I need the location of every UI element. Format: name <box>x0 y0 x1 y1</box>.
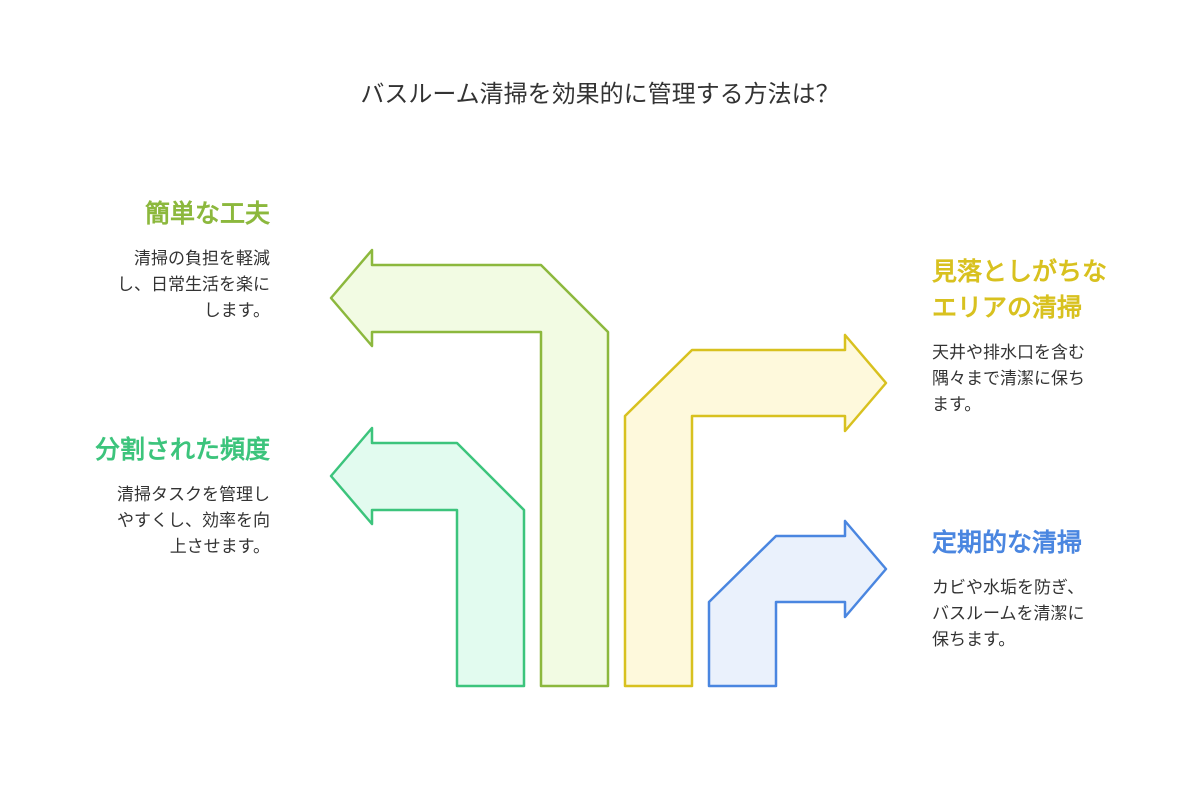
regular-cleaning-arrow <box>707 519 888 688</box>
overlooked-areas-heading: 見落としがちな エリアの清掃 <box>932 257 1108 322</box>
divided-frequency-block: 分割された頻度 清掃タスクを管理し やすくし、効率を向 上させます。 <box>60 432 270 560</box>
overlooked-areas-block: 見落としがちな エリアの清掃 天井や排水口を含む 隅々まで清潔に保ち ます。 <box>932 254 1162 418</box>
regular-cleaning-block: 定期的な清掃 カビや水垢を防ぎ、 バスルームを清潔に 保ちます。 <box>932 525 1162 653</box>
simple-tips-arrow <box>329 248 610 688</box>
divided-frequency-heading: 分割された頻度 <box>94 435 270 464</box>
simple-tips-block: 簡単な工夫 清掃の負担を軽減 し、日常生活を楽に します。 <box>60 196 270 324</box>
overlooked-areas-arrow <box>623 333 888 688</box>
divided-frequency-arrow <box>329 426 526 688</box>
simple-tips-heading: 簡単な工夫 <box>144 199 270 228</box>
regular-cleaning-heading: 定期的な清掃 <box>932 528 1083 557</box>
simple-tips-description: 清掃の負担を軽減 し、日常生活を楽に します。 <box>117 249 270 321</box>
divided-frequency-description: 清掃タスクを管理し やすくし、効率を向 上させます。 <box>117 485 270 557</box>
regular-cleaning-description: カビや水垢を防ぎ、 バスルームを清潔に 保ちます。 <box>932 578 1085 650</box>
overlooked-areas-description: 天井や排水口を含む 隅々まで清潔に保ち ます。 <box>932 343 1085 415</box>
diagram-title: バスルーム清掃を効果的に管理する方法は？ <box>360 80 840 108</box>
